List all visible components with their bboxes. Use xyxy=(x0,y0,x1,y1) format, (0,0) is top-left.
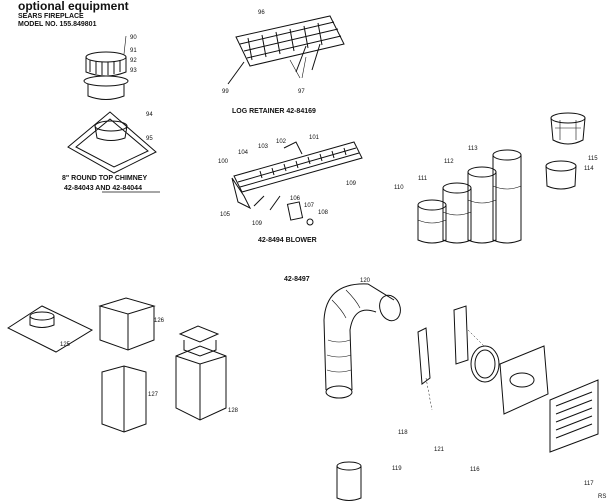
part-number-96: 96 xyxy=(258,10,265,16)
part-number-117: 117 xyxy=(584,481,594,487)
part-number-114: 114 xyxy=(584,166,594,172)
part-number-94: 94 xyxy=(146,112,153,118)
part-number-103: 103 xyxy=(258,144,269,150)
part-number-104: 104 xyxy=(238,150,249,156)
chimney-box xyxy=(98,297,156,351)
part-number-110: 110 xyxy=(394,185,404,191)
caption-blower: 42-8494 BLOWER xyxy=(258,237,317,244)
part-number-111: 111 xyxy=(418,176,428,182)
part-number-91: 91 xyxy=(130,48,137,54)
brand-label: SEARS FIREPLACE xyxy=(18,13,84,20)
part-number-118: 118 xyxy=(398,430,408,436)
part-number-108: 108 xyxy=(318,210,329,216)
part-number-126: 126 xyxy=(154,318,165,324)
part-number-101: 101 xyxy=(309,135,320,141)
part-number-125: 125 xyxy=(60,342,71,348)
part-number-120: 120 xyxy=(360,278,371,284)
page-title: optional equipment xyxy=(18,0,129,13)
part-number-105: 105 xyxy=(220,212,231,218)
mounting-brackets xyxy=(417,305,500,385)
part-number-116: 116 xyxy=(470,467,480,473)
flashing-plate xyxy=(6,305,94,353)
adapter-plate xyxy=(499,345,549,415)
part-number-128: 128 xyxy=(228,408,239,414)
part-number-97: 97 xyxy=(298,89,305,95)
part-number-113: 113 xyxy=(468,146,478,152)
flexible-duct xyxy=(323,283,401,399)
part-number-121: 121 xyxy=(434,447,445,453)
log-retainer xyxy=(227,15,345,85)
part-number-92: 92 xyxy=(130,58,137,64)
part-number-95: 95 xyxy=(146,136,153,142)
part-number-115: 115 xyxy=(588,156,598,162)
part-number-93: 93 xyxy=(130,68,137,74)
caption-kit: 42-8497 xyxy=(284,276,310,283)
part-number-109b: 109 xyxy=(346,181,357,187)
blower-assembly xyxy=(231,141,363,226)
chimney-sleeve xyxy=(101,365,147,433)
adapter-can xyxy=(336,461,362,501)
chimney-flashing xyxy=(67,111,157,174)
part-number-127: 127 xyxy=(148,392,159,398)
caption-log-retainer: LOG RETAINER 42-84169 xyxy=(232,108,316,115)
part-number-119: 119 xyxy=(392,466,402,472)
caption-code: RS xyxy=(598,494,606,500)
part-number-102: 102 xyxy=(276,139,287,145)
part-number-99: 99 xyxy=(222,89,229,95)
caption-chimney-models: 42-84043 AND 42-84044 xyxy=(64,185,142,192)
part-number-112: 112 xyxy=(444,159,454,165)
part-number-107: 107 xyxy=(304,203,315,209)
model-number: MODEL NO. 155.849801 xyxy=(18,21,97,28)
part-number-106: 106 xyxy=(290,196,301,202)
part-number-100: 100 xyxy=(218,159,229,165)
chimney-housing xyxy=(175,325,227,421)
caption-chimney-title: 8" ROUND TOP CHIMNEY xyxy=(62,175,147,182)
part-number-90: 90 xyxy=(130,35,137,41)
chimney-cap xyxy=(83,35,129,100)
part-number-109a: 109 xyxy=(252,221,263,227)
pipe-sections xyxy=(417,112,586,244)
vent-grille xyxy=(549,379,599,453)
